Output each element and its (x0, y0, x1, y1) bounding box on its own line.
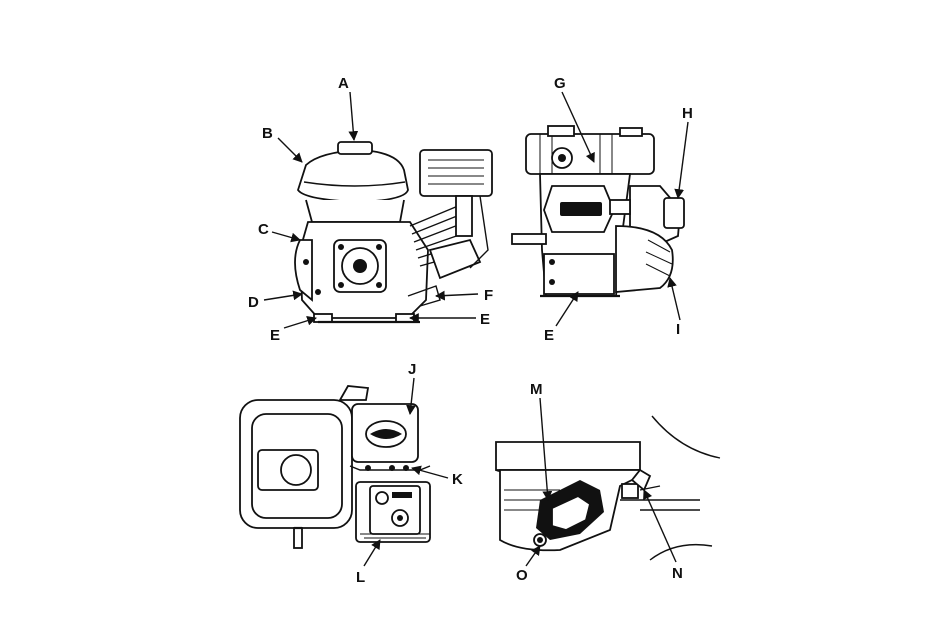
label-g: G (554, 75, 566, 92)
engine-side-view (512, 126, 684, 296)
label-j: J (408, 361, 416, 378)
label-a: A (338, 75, 349, 92)
engine-top-view (240, 386, 430, 548)
label-n: N (672, 565, 683, 582)
label-h: H (682, 105, 693, 122)
label-e-right: E (480, 311, 490, 328)
engine-detail-view (496, 416, 720, 560)
label-e-left: E (270, 327, 280, 344)
label-m: M (530, 381, 543, 398)
label-k: K (452, 471, 463, 488)
label-e-side: E (544, 327, 554, 344)
label-b: B (262, 125, 273, 142)
label-f: F (484, 287, 493, 304)
label-o: O (516, 567, 528, 584)
label-l: L (356, 569, 365, 586)
label-c: C (258, 221, 269, 238)
label-d: D (248, 294, 259, 311)
label-i: I (676, 321, 680, 338)
